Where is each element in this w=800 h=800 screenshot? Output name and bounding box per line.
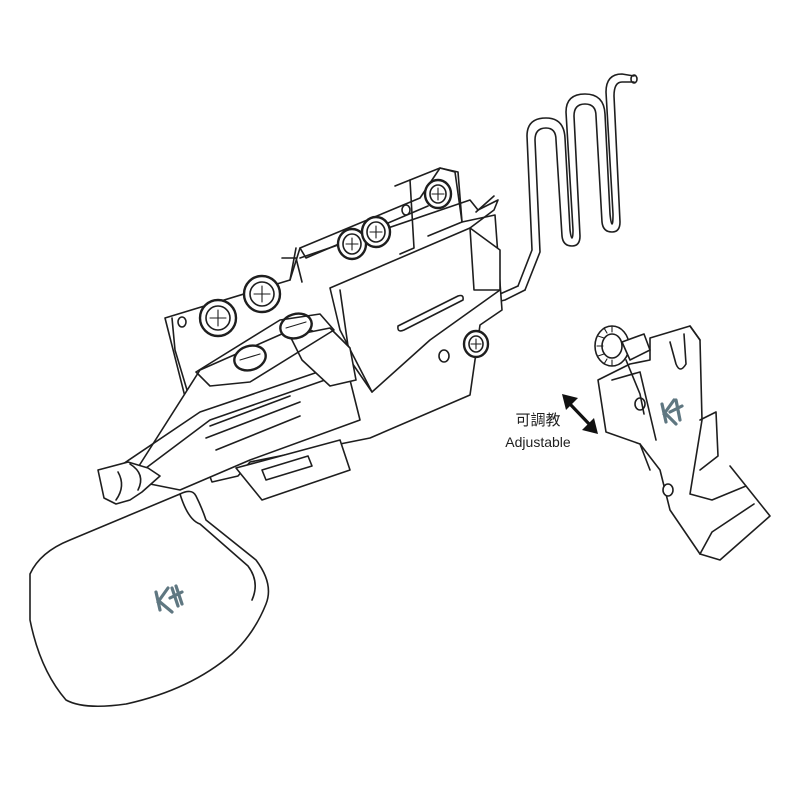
foot-logo xyxy=(660,398,684,426)
adjustable-label-chinese: 可調教 xyxy=(515,411,561,429)
phillips-screw-icon xyxy=(198,298,238,338)
presser-foot xyxy=(594,325,771,561)
adjustable-label-english: Adjustable xyxy=(505,433,571,450)
folder-blade xyxy=(29,490,270,708)
double-headed-arrow-icon xyxy=(562,394,598,434)
adjustable-caption: 可調教 Adjustable xyxy=(478,410,598,452)
bracket-screws xyxy=(177,178,490,387)
phillips-screw-icon xyxy=(462,329,490,359)
small-bolt xyxy=(177,204,450,363)
slotted-screw xyxy=(279,312,313,340)
phillips-screw-icon xyxy=(242,274,282,314)
guide-block xyxy=(299,195,501,393)
blade-logo xyxy=(154,584,184,614)
phillips-screw-icon xyxy=(360,215,392,249)
adjusting-knob xyxy=(594,325,651,367)
phillips-screw-icon xyxy=(423,178,453,210)
serpentine-wire-guide xyxy=(485,73,638,305)
slotted-screw xyxy=(233,344,267,372)
